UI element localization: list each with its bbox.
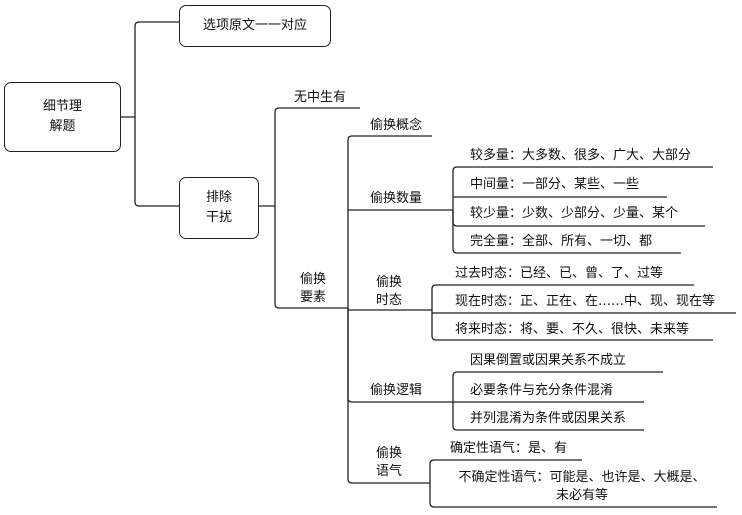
leaf-quantity-more: 较多量：大多数、很多、广大、大部分: [470, 148, 692, 163]
leaf-logic-parallel: 并列混淆为条件或因果关系: [470, 411, 627, 426]
leaf-quantity-all: 完全量：全部、所有、一切、都: [470, 234, 653, 249]
leaf-quantity-middle: 中间量：一部分、某些、一些: [470, 177, 640, 192]
node-fabrication: 无中生有: [294, 90, 347, 105]
node-swap-mood: 偷换 语气: [375, 446, 402, 479]
leaf-tense-future: 将来时态：将、要、不久、很快、未来等: [455, 322, 690, 337]
node-swap-logic: 偷换逻辑: [370, 383, 423, 398]
leaf-quantity-less: 较少量：少数、少部分、少量、某个: [470, 206, 679, 221]
node-swap-tense: 偷换 时态: [375, 275, 402, 308]
node-option-text-match: 选项原文一一对应: [179, 5, 331, 47]
node-swap-quantity: 偷换数量: [370, 191, 423, 206]
leaf-logic-causal: 因果倒置或因果关系不成立: [470, 353, 627, 368]
node-swap-elements: 偷换 要素: [299, 272, 326, 305]
leaf-logic-condition: 必要条件与充分条件混淆: [470, 383, 614, 398]
leaf-mood-certain: 确定性语气：是、有: [450, 441, 568, 456]
leaf-tense-present: 现在时态：正、正在、在……中、现、现在等: [455, 294, 716, 309]
root-node-detail-comprehension: 细节理 解题: [4, 82, 121, 152]
node-swap-concept: 偷换概念: [370, 118, 423, 133]
leaf-tense-past: 过去时态：已经、已、曾、了、过等: [455, 266, 664, 281]
node-exclude-interference: 排除 干扰: [179, 177, 259, 239]
leaf-mood-uncertain: 不确定性语气：可能是、也许是、大概是、 未必有等: [458, 470, 706, 503]
